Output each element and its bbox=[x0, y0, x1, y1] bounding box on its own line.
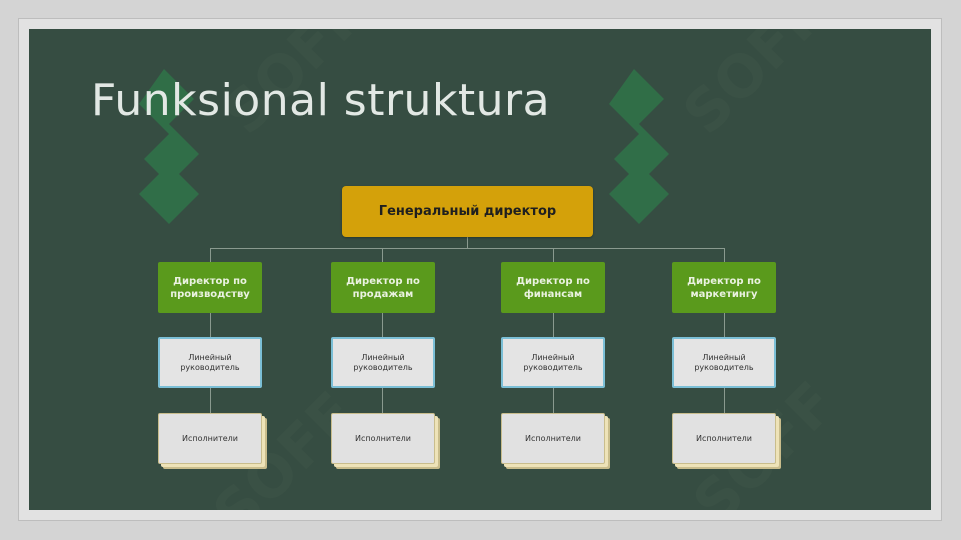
slide: SOFF SOFF SOFF SOFF Funksional struktura… bbox=[29, 29, 931, 510]
org-line-manager-box: Линейный руководитель bbox=[158, 337, 262, 388]
org-director-box: Директор по продажам bbox=[331, 262, 435, 313]
org-line-manager-box: Линейный руководитель bbox=[672, 337, 776, 388]
org-line-manager-box: Линейный руководитель bbox=[501, 337, 605, 388]
connector-line bbox=[724, 248, 725, 262]
slide-title: Funksional struktura bbox=[91, 75, 551, 126]
connector-line bbox=[210, 248, 211, 262]
org-director-box: Директор по маркетингу bbox=[672, 262, 776, 313]
org-line-manager-box: Линейный руководитель bbox=[331, 337, 435, 388]
watermark-logo-icon bbox=[609, 69, 669, 224]
watermark-text: SOFF bbox=[669, 29, 839, 148]
connector-line bbox=[467, 237, 468, 248]
watermark-logo-icon bbox=[139, 69, 199, 224]
connector-line bbox=[382, 248, 383, 262]
org-executor-box: Исполнители bbox=[331, 413, 435, 464]
org-root-box: Генеральный директор bbox=[342, 186, 593, 237]
org-director-box: Директор по финансам bbox=[501, 262, 605, 313]
connector-line bbox=[553, 248, 554, 262]
org-executor-box: Исполнители bbox=[672, 413, 776, 464]
org-director-box: Директор по производству bbox=[158, 262, 262, 313]
org-executor-box: Исполнители bbox=[501, 413, 605, 464]
connector-line bbox=[210, 248, 724, 249]
org-executor-box: Исполнители bbox=[158, 413, 262, 464]
